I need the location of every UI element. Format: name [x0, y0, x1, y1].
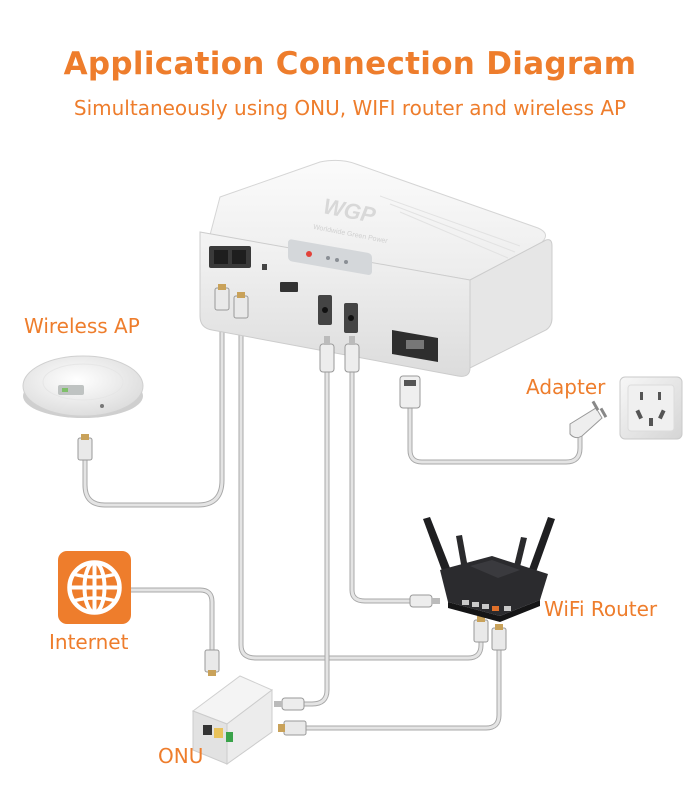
dc-plug-router-end	[409, 594, 440, 608]
rj45-plug-router-end-2	[491, 624, 507, 651]
device-button	[262, 264, 267, 270]
adapter-plug	[569, 400, 608, 439]
rj45-plug-onu-wan	[204, 649, 220, 676]
label-onu: ONU	[158, 744, 204, 768]
onu-power-cable	[299, 369, 330, 707]
device-ac-port	[392, 330, 438, 362]
wifi-router-device	[423, 517, 555, 622]
dc-plug-onu-end	[274, 697, 305, 711]
onu-device	[191, 675, 273, 765]
device-lan-port	[209, 246, 251, 268]
label-wireless-ap: Wireless AP	[24, 314, 140, 338]
led-red	[306, 251, 312, 257]
router-power-cable	[349, 369, 415, 604]
connectors	[77, 284, 507, 736]
wall-socket-icon	[619, 376, 683, 440]
ups-device: WGP Worldwide Green Power	[199, 159, 553, 377]
globe-icon	[58, 551, 131, 624]
dc-plug-onu	[319, 336, 335, 373]
led-panel	[288, 239, 372, 275]
wireless-ap-device	[22, 355, 144, 418]
device-dc-port-2	[344, 303, 358, 333]
device-dc-port-1	[318, 295, 332, 325]
led	[326, 256, 330, 260]
page-subtitle: Simultaneously using ONU, WIFI router an…	[73, 96, 627, 120]
device-usb-port	[280, 282, 298, 292]
ac-plug	[399, 375, 421, 409]
rj45-plug-ap-end	[77, 434, 93, 461]
rj45-plug-onu-lan	[278, 720, 307, 736]
led	[335, 258, 339, 262]
rj45-plug-router-end-1	[473, 616, 489, 643]
internet-cable	[127, 587, 215, 653]
rj45-plug-ap	[214, 284, 230, 311]
label-internet: Internet	[49, 630, 129, 654]
label-wifi-router: WiFi Router	[544, 597, 658, 621]
onu-router-cable	[301, 647, 502, 731]
label-adapter: Adapter	[526, 375, 606, 399]
ap-cable	[82, 307, 225, 508]
page-title: Application Connection Diagram	[63, 46, 637, 82]
led	[344, 260, 348, 264]
ac-cable	[407, 405, 583, 465]
rj45-plug-router	[233, 292, 249, 319]
cables	[82, 307, 583, 731]
router-lan-cable	[238, 315, 484, 661]
dc-plug-router	[344, 336, 360, 373]
